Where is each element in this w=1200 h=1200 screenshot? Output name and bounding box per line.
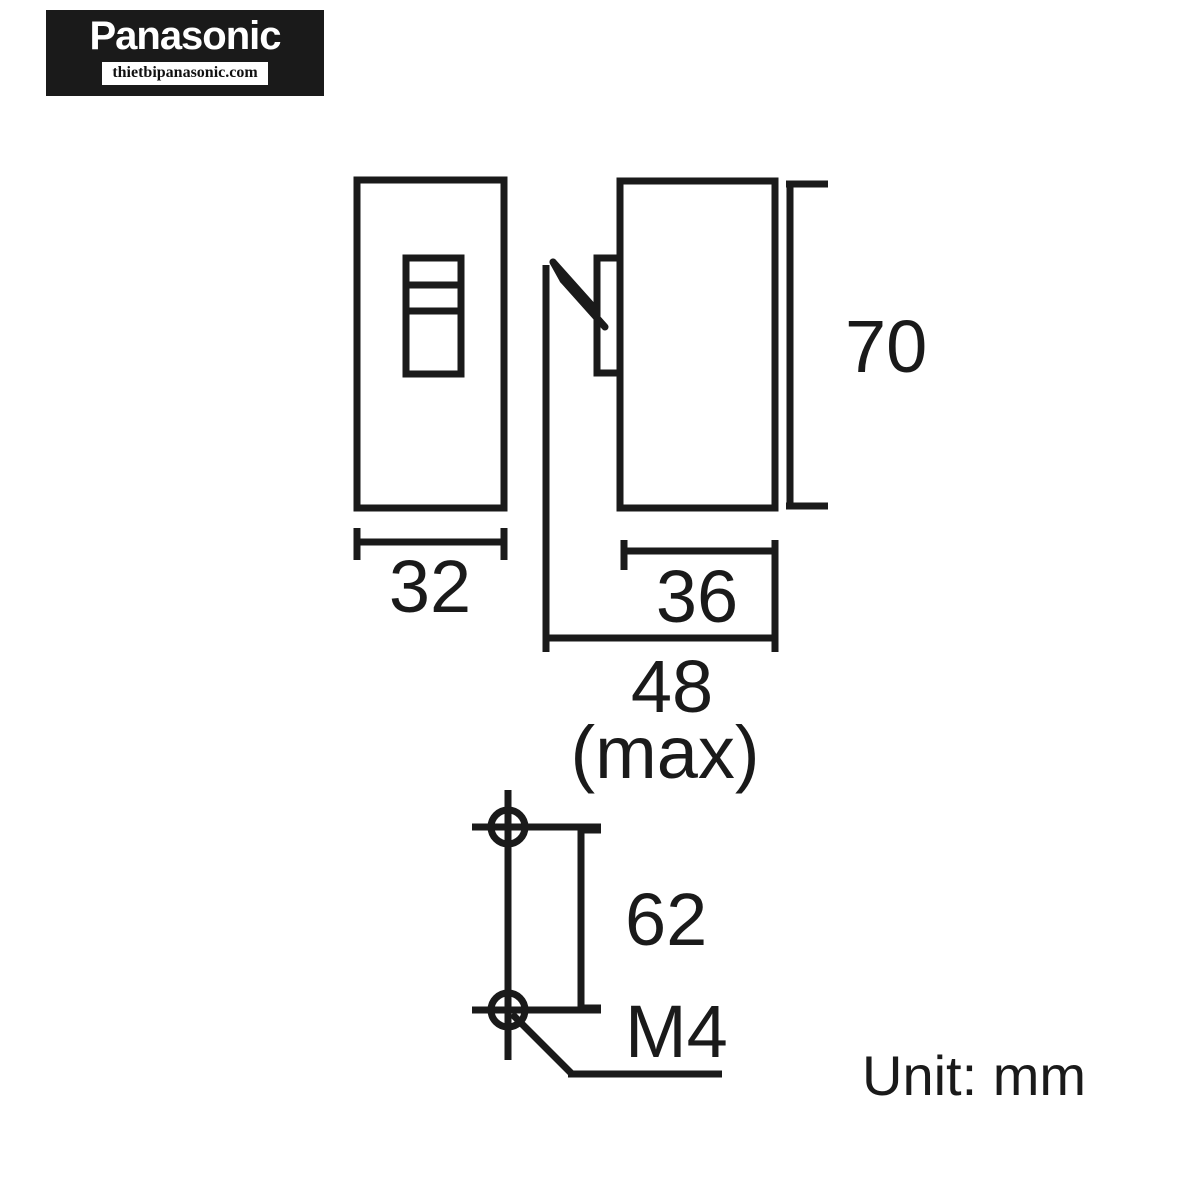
front-view-toggle-frame [402,254,465,378]
dimension-62: 62 [577,826,707,1012]
dimension-48-qualifier-label: (max) [570,711,759,794]
panasonic-logo: Panasonic thietbipanasonic.com [46,10,324,96]
front-view-body-outline [353,176,508,512]
side-view [549,177,779,512]
logo-brand-text: Panasonic [89,14,281,58]
m4-leader: M4 [509,990,728,1078]
dimension-70: 70 [786,180,927,510]
dimension-36-label: 36 [656,555,738,638]
m4-label: M4 [625,990,728,1073]
front-view [353,176,508,512]
dimension-62-label: 62 [625,878,707,961]
side-view-toggle-lever-cap [549,258,567,284]
dimension-36: 36 [620,540,779,641]
side-view-body-outline [616,177,779,512]
dimension-32: 32 [353,528,508,628]
dimension-48-max: 48 (max) [542,265,779,794]
m4-leader-diagonal [509,1011,575,1077]
dimension-48-label: 48 [631,645,713,728]
dimension-70-label: 70 [845,305,927,388]
dimension-32-label: 32 [389,545,471,628]
logo-site-banner: thietbipanasonic.com [102,62,268,85]
side-view-toggle-lever-edge-2 [559,276,609,331]
unit-note: Unit: mm [862,1044,1086,1107]
